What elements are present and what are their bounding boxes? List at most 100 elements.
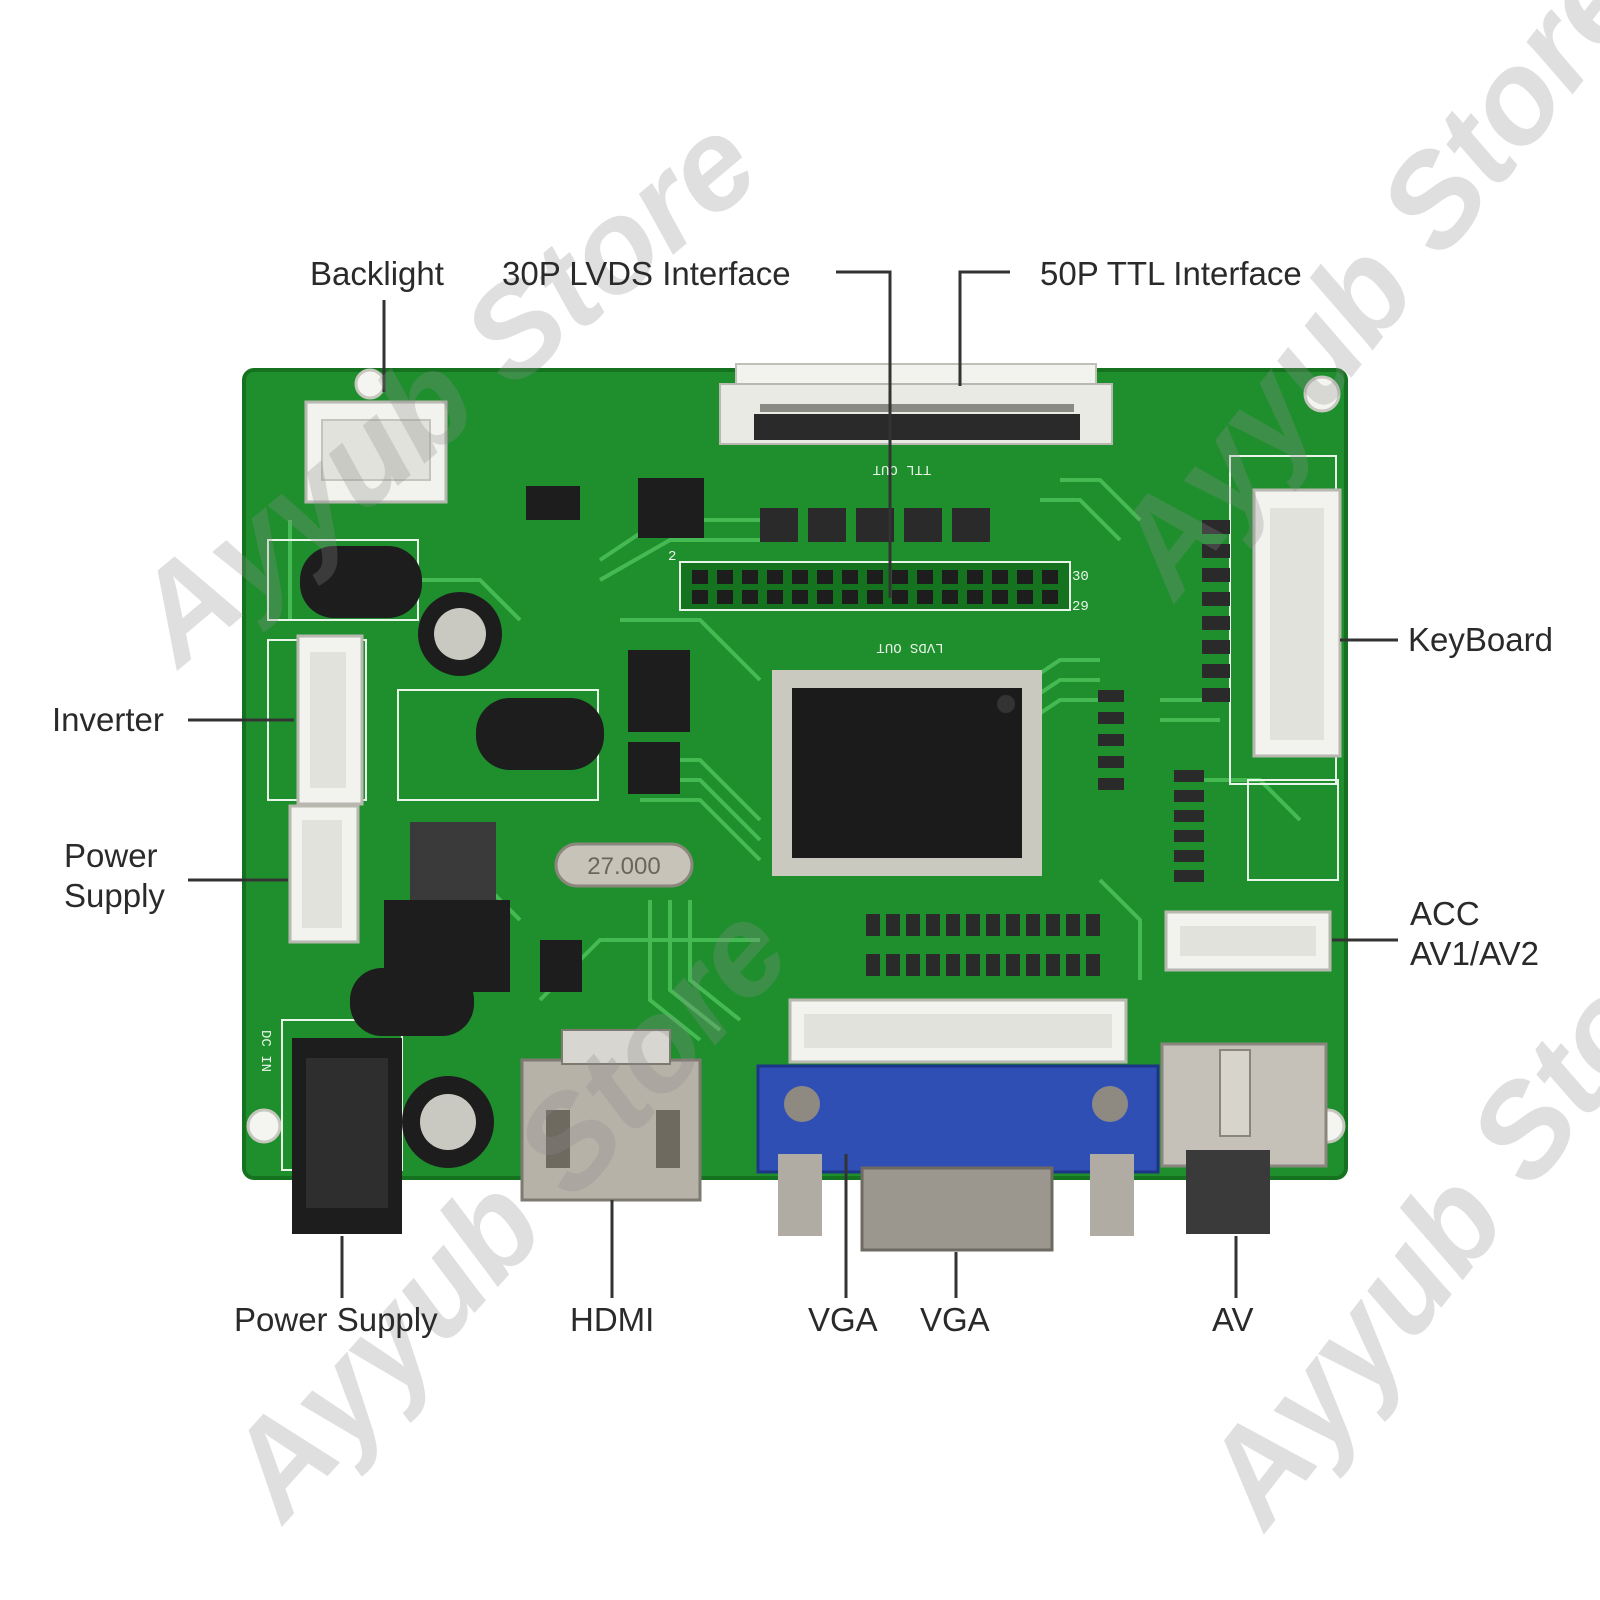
smd-part [866, 954, 880, 976]
smd-part [966, 954, 980, 976]
vga-header-connector [788, 998, 1128, 1064]
header-pin [792, 570, 808, 584]
smd-part [856, 508, 894, 542]
dc-jack [292, 1038, 402, 1234]
smd-part [1202, 616, 1230, 630]
smd-part [1202, 568, 1230, 582]
lvds-out-marking: LVDS OUT [876, 639, 943, 655]
smd-part [1046, 914, 1060, 936]
header-pin [942, 590, 958, 604]
av-rca-port [1160, 1042, 1328, 1234]
smd-part [906, 914, 920, 936]
label-lvds-30p: 30P LVDS Interface [502, 255, 791, 292]
smd-part [1006, 954, 1020, 976]
smd-part [1174, 810, 1204, 822]
label-hdmi: HDMI [570, 1301, 655, 1338]
header-pin [1042, 590, 1058, 604]
label-ttl-50p: 50P TTL Interface [1040, 255, 1302, 292]
header-pin [892, 590, 908, 604]
smd-part [946, 914, 960, 936]
header-pin [892, 570, 908, 584]
header-pin [942, 570, 958, 584]
smd-part [1174, 870, 1204, 882]
header-pin [817, 570, 833, 584]
smd-part [1202, 664, 1230, 678]
label-vga-1: VGA [808, 1301, 878, 1338]
lvds-pin-header [679, 561, 1071, 611]
ttl-out-marking: TTL OUT [873, 461, 932, 477]
mounting-hole [354, 368, 386, 400]
smd-part [1202, 688, 1230, 702]
header-pin [992, 570, 1008, 584]
vga-port [756, 1064, 1160, 1252]
smd-part [1006, 914, 1020, 936]
smd-part [1026, 954, 1040, 976]
small-ic [526, 478, 704, 992]
header-pin [1017, 590, 1033, 604]
label-acc-line2: AV1/AV2 [1410, 934, 1540, 972]
smd-part [1098, 712, 1124, 724]
header-pin [967, 590, 983, 604]
pcb: 27.000 [242, 363, 1348, 1180]
smd-part [986, 954, 1000, 976]
leader-ttl [958, 270, 1010, 386]
header-pin [1042, 570, 1058, 584]
smd-part [1202, 544, 1230, 558]
smd-part [1066, 954, 1080, 976]
hdmi-port [520, 1029, 702, 1202]
smd-part [886, 954, 900, 976]
smd-part [1174, 830, 1204, 842]
ttl-fpc-connector [719, 363, 1113, 445]
smd-part [1098, 756, 1124, 768]
voltage-regulator [384, 822, 510, 992]
smd-part [986, 914, 1000, 936]
mounting-hole [1303, 375, 1341, 413]
mounting-hole [246, 1108, 282, 1144]
smd-part [926, 954, 940, 976]
header-pin [867, 590, 883, 604]
label-power-supply-left-line2: Supply [64, 876, 165, 914]
smd-part [1046, 954, 1060, 976]
electrolytic-capacitor [402, 592, 502, 1168]
main-processor-chip [772, 670, 1042, 876]
header-pin [717, 590, 733, 604]
header-pin [917, 570, 933, 584]
smd-part [1174, 850, 1204, 862]
smd-part [1098, 778, 1124, 790]
smd-part [1174, 790, 1204, 802]
label-power-supply-left-line1: Power [64, 837, 158, 874]
smd-components [760, 508, 1230, 976]
header-pin [767, 570, 783, 584]
smd-part [1098, 690, 1124, 702]
smd-part [926, 914, 940, 936]
smd-part [1098, 734, 1124, 746]
label-backlight: Backlight [310, 255, 444, 292]
header-pin [1017, 570, 1033, 584]
crystal-marking: 27.000 [587, 853, 660, 880]
smd-part [1174, 770, 1204, 782]
label-acc: ACC AV1/AV2 [1410, 894, 1539, 973]
header-pin [692, 570, 708, 584]
header-pin [742, 590, 758, 604]
smd-part [1086, 914, 1100, 936]
header-pin [867, 570, 883, 584]
header-pin [842, 590, 858, 604]
dc-in-marking: DC IN [257, 1030, 273, 1072]
header-pin [967, 570, 983, 584]
acc-connector [1164, 910, 1332, 972]
label-av: AV [1212, 1301, 1254, 1338]
backlight-connector [304, 400, 448, 504]
label-vga-2: VGA [920, 1301, 990, 1338]
label-power-supply-bottom: Power Supply [234, 1301, 438, 1338]
header-pin [767, 590, 783, 604]
header-pin [817, 590, 833, 604]
pin-2-marking: 2 [668, 549, 676, 565]
pin-29-marking: 29 [1072, 599, 1089, 615]
smd-part [866, 914, 880, 936]
label-inverter: Inverter [52, 701, 164, 738]
smd-part [808, 508, 846, 542]
label-keyboard: KeyBoard [1408, 621, 1553, 658]
header-pin [792, 590, 808, 604]
